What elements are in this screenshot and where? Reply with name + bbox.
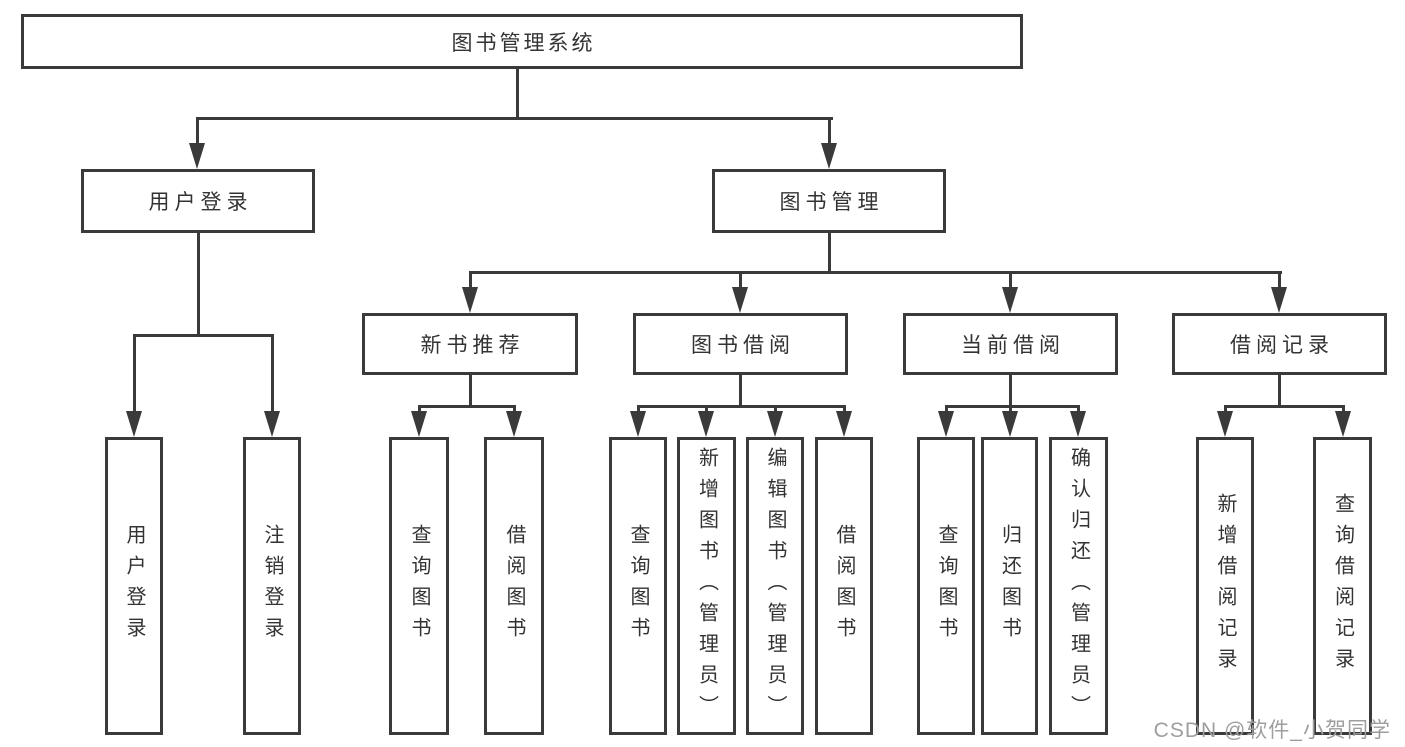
connector-user-bar: [132, 333, 274, 337]
leaf-logout: 注销登录: [243, 437, 301, 735]
arrow-down-icon: [462, 287, 478, 313]
arrow-down-icon: [767, 411, 783, 437]
node-label: 新增图书（管理员）: [695, 446, 718, 726]
arrow-down-icon: [732, 287, 748, 313]
arrow-down-icon: [821, 143, 837, 169]
node-label: 查询图书: [935, 524, 957, 648]
connector-book-drop-4: [1277, 272, 1281, 290]
arrow-down-icon: [698, 411, 714, 437]
node-label: 注销登录: [261, 524, 283, 648]
connector-root-stem: [515, 69, 519, 119]
node-label: 编辑图书（管理员）: [764, 446, 786, 726]
node-book-management: 图书管理: [712, 169, 946, 233]
arrow-down-icon: [630, 411, 646, 437]
arrow-down-icon: [264, 411, 280, 437]
node-label: 借阅记录: [1230, 334, 1334, 357]
connector-records-bar: [1223, 404, 1345, 408]
connector-book-drop-3: [1008, 272, 1012, 290]
connector-book-bar: [468, 270, 1282, 274]
connector-book-stem: [827, 233, 831, 274]
connector-root-bar: [195, 116, 833, 120]
arrow-down-icon: [938, 411, 954, 437]
connector-current-stem: [1008, 375, 1012, 408]
node-label: 图书管理系统: [451, 31, 596, 55]
node-label: 查询图书: [627, 524, 649, 648]
connector-user-drop-1: [132, 335, 136, 415]
node-label: 图书借阅: [691, 334, 795, 357]
arrow-down-icon: [1002, 287, 1018, 313]
node-label: 新增借阅记录: [1214, 493, 1236, 679]
node-label: 查询借阅记录: [1331, 493, 1354, 679]
node-label: 确认归还（管理员）: [1067, 446, 1090, 726]
arrow-down-icon: [189, 143, 205, 169]
node-user-login: 用户登录: [81, 169, 315, 233]
connector-recommend-stem: [468, 375, 472, 408]
connector-book-drop-2: [738, 272, 742, 290]
leaf-add-book-admin: 新增图书（管理员）: [677, 437, 736, 735]
node-label: 用户登录: [148, 191, 253, 214]
node-label: 当前借阅: [961, 334, 1065, 357]
connector-book-drop-1: [468, 272, 472, 290]
connector-user-drop-2: [270, 335, 274, 415]
arrow-down-icon: [1335, 411, 1351, 437]
arrow-down-icon: [1002, 411, 1018, 437]
arrow-down-icon: [1217, 411, 1233, 437]
leaf-confirm-return-admin: 确认归还（管理员）: [1049, 437, 1108, 735]
node-label: 用户登录: [123, 524, 145, 648]
node-root: 图书管理系统: [21, 14, 1023, 69]
connector-current-bar: [944, 404, 1080, 408]
csdn-watermark: CSDN @软件_小贺同学: [1153, 719, 1391, 742]
arrow-down-icon: [1271, 287, 1287, 313]
leaf-edit-book-admin: 编辑图书（管理员）: [746, 437, 804, 735]
node-label: 新书推荐: [420, 334, 525, 357]
leaf-query-books-current: 查询图书: [917, 437, 975, 735]
node-new-book-recommend: 新书推荐: [362, 313, 578, 375]
leaf-query-books-borrow: 查询图书: [609, 437, 667, 735]
connector-borrow-bar: [636, 404, 846, 408]
leaf-query-books-recommend: 查询图书: [389, 437, 449, 735]
leaf-return-book: 归还图书: [981, 437, 1038, 735]
leaf-borrow-books-borrow: 借阅图书: [815, 437, 873, 735]
connector-records-stem: [1277, 375, 1281, 408]
node-label: 图书管理: [779, 191, 884, 214]
node-borrow-records: 借阅记录: [1172, 313, 1387, 375]
leaf-query-borrow-record: 查询借阅记录: [1313, 437, 1372, 735]
connector-root-left-drop: [195, 118, 199, 150]
connector-root-right-drop: [827, 118, 831, 150]
connector-user-stem: [196, 233, 200, 337]
leaf-user-login: 用户登录: [105, 437, 163, 735]
node-label: 借阅图书: [503, 524, 525, 648]
node-current-borrow: 当前借阅: [903, 313, 1118, 375]
arrow-down-icon: [1070, 411, 1086, 437]
node-label: 借阅图书: [833, 524, 855, 648]
arrow-down-icon: [126, 411, 142, 437]
leaf-add-borrow-record: 新增借阅记录: [1196, 437, 1254, 735]
arrow-down-icon: [836, 411, 852, 437]
arrow-down-icon: [411, 411, 427, 437]
arrow-down-icon: [506, 411, 522, 437]
leaf-borrow-books-recommend: 借阅图书: [484, 437, 544, 735]
node-label: 查询图书: [408, 524, 430, 648]
connector-borrow-stem: [738, 375, 742, 408]
node-book-borrow: 图书借阅: [633, 313, 848, 375]
connector-recommend-bar: [417, 404, 516, 408]
node-label: 归还图书: [998, 524, 1021, 648]
